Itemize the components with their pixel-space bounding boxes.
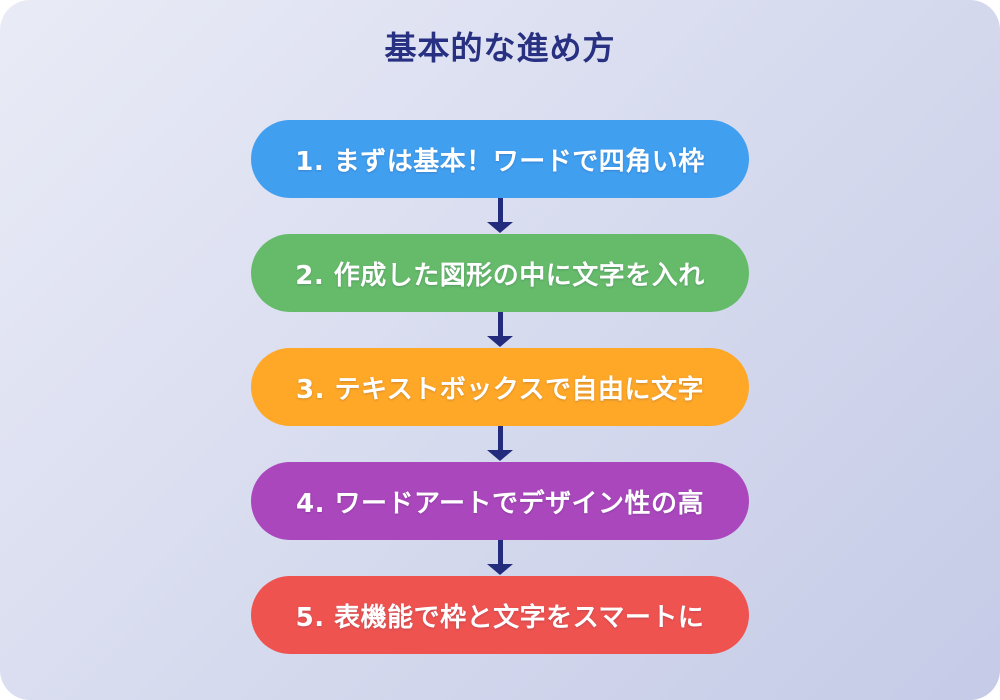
arrow-head [487,564,513,575]
arrow-line [497,312,503,336]
arrow-line [497,426,503,450]
arrow-down-icon [487,198,513,234]
step-5-label: 5. 表機能で枠と文字をスマートに [295,602,705,633]
step-3: 3. テキストボックスで自由に文字 [251,348,749,426]
step-4-label: 4. ワードアートでデザイン性の高 [296,488,704,519]
step-2-label: 2. 作成した図形の中に文字を入れ [295,260,705,291]
arrow-down-icon [487,540,513,576]
arrow-head [487,222,513,233]
step-2: 2. 作成した図形の中に文字を入れ [251,234,749,312]
step-5: 5. 表機能で枠と文字をスマートに [251,576,749,654]
step-1: 1. まずは基本！ワードで四角い枠 [251,120,749,198]
flowchart: 1. まずは基本！ワードで四角い枠 2. 作成した図形の中に文字を入れ 3. テ… [0,120,1000,654]
step-3-label: 3. テキストボックスで自由に文字 [296,374,704,405]
arrow-head [487,450,513,461]
arrow-down-icon [487,312,513,348]
arrow-head [487,336,513,347]
step-4: 4. ワードアートでデザイン性の高 [251,462,749,540]
step-1-label: 1. まずは基本！ワードで四角い枠 [295,146,705,177]
page-title: 基本的な進め方 [384,29,616,67]
arrow-down-icon [487,426,513,462]
arrow-line [497,540,503,564]
arrow-line [497,198,503,222]
